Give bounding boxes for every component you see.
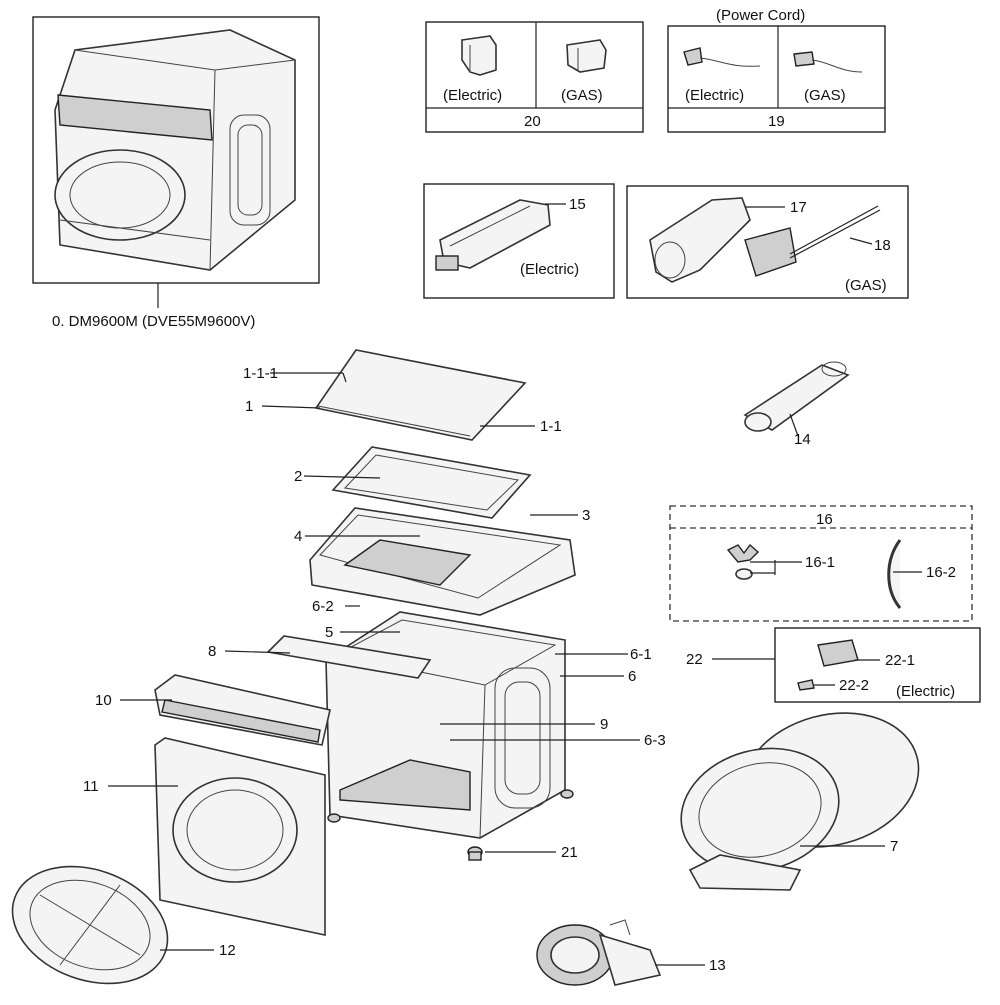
part-control-panel: 10: [95, 674, 331, 746]
box-15: 15 (Electric): [423, 183, 615, 299]
box17-note: (GAS): [845, 277, 887, 294]
part-duct: 14: [743, 361, 850, 448]
callout-21: 21: [561, 844, 578, 861]
callout-17: 17: [790, 199, 807, 216]
callout-18: 18: [874, 237, 891, 254]
callout-9: 9: [600, 716, 608, 733]
part-foot: 21: [327, 789, 578, 861]
box22-number: 22: [686, 651, 703, 668]
model-label: 0. DM9600M (DVE55M9600V): [52, 313, 255, 330]
box19-gas-label: (GAS): [804, 87, 846, 104]
box15-note: (Electric): [520, 261, 579, 278]
part-blower: 13: [536, 919, 726, 986]
box-16: 16 16-1 16-2: [669, 505, 973, 622]
box20-electric-label: (Electric): [443, 87, 502, 104]
box20-gas-label: (GAS): [561, 87, 603, 104]
callout-13: 13: [709, 957, 726, 974]
callout-16-2: 16-2: [926, 564, 956, 581]
part-panel-2: 2: [294, 446, 532, 519]
box-20: (Electric) (GAS) 20: [425, 21, 644, 133]
callout-6-2: 6-2: [312, 598, 334, 615]
callout-15: 15: [569, 196, 586, 213]
box19-number: 19: [768, 113, 785, 130]
callout-6: 6: [628, 668, 636, 685]
callout-6-1: 6-1: [630, 646, 652, 663]
callout-3: 3: [582, 507, 590, 524]
part-door: 12: [11, 865, 236, 985]
part-control-frame: 8: [208, 635, 432, 679]
callout-11: 11: [83, 778, 99, 795]
callout-5: 5: [325, 624, 333, 641]
callout-22-1: 22-1: [885, 652, 915, 669]
callout-10: 10: [95, 692, 112, 709]
part-top-frame: 3 4: [294, 507, 590, 616]
callout-7: 7: [890, 838, 898, 855]
callout-1-1: 1-1: [540, 418, 562, 435]
box-22: 22-1 22-2 (Electric) 22: [686, 627, 981, 703]
box19-electric-label: (Electric): [685, 87, 744, 104]
part-cabinet: 6-2 5 6-1 6 9 6-3: [312, 598, 666, 839]
callout-12: 12: [219, 942, 236, 959]
part-drum: 7: [680, 712, 920, 891]
box20-number: 20: [524, 113, 541, 130]
callout-22-2: 22-2: [839, 677, 869, 694]
box19-title: (Power Cord): [716, 7, 805, 24]
box-17-18: 17 18 (GAS): [626, 185, 909, 299]
callout-4: 4: [294, 528, 302, 545]
box16-number: 16: [816, 511, 833, 528]
callout-8: 8: [208, 643, 216, 660]
box-19: (Power Cord) (Electric) (GAS) 19: [667, 7, 886, 133]
part-front-panel: 11: [83, 737, 326, 936]
box22-note: (Electric): [896, 683, 955, 700]
callout-1-1-1: 1-1-1: [243, 365, 278, 382]
callout-2: 2: [294, 468, 302, 485]
callout-16-1: 16-1: [805, 554, 835, 571]
product-thumbnail: [32, 16, 320, 284]
callout-14: 14: [794, 431, 811, 448]
part-top-cover: 1-1-1 1 1-1: [243, 349, 562, 441]
callout-1: 1: [245, 398, 253, 415]
callout-6-3: 6-3: [644, 732, 666, 749]
